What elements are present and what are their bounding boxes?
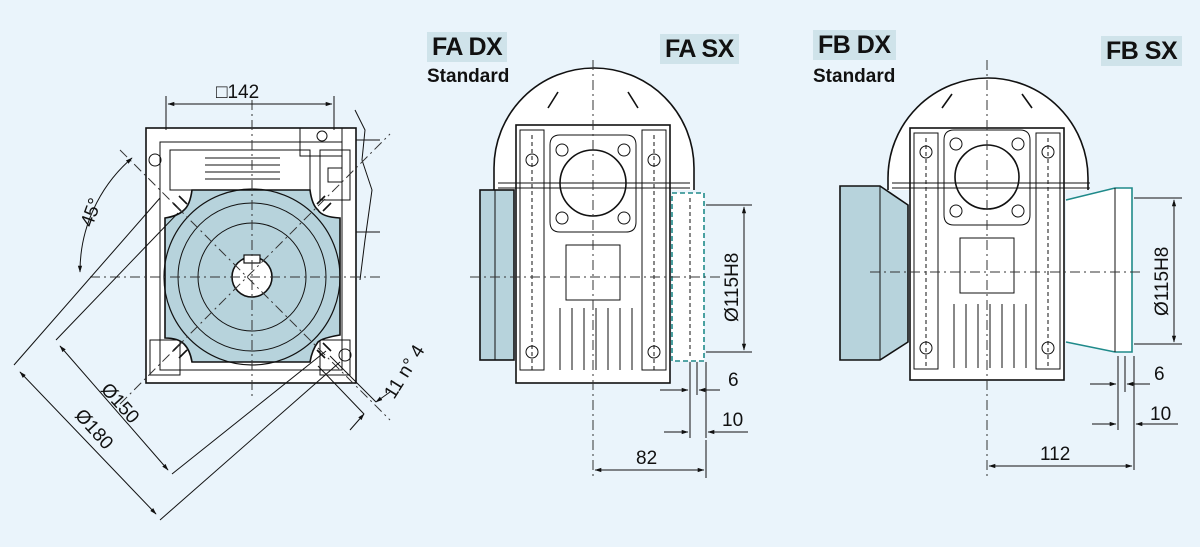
fa-82-text: 82 xyxy=(636,448,657,469)
dim-d180-text: Ø180 xyxy=(70,405,117,454)
dim-d150-text: Ø150 xyxy=(96,379,143,428)
dim-square-text: □142 xyxy=(216,82,259,103)
label-fb-sx: FB SX xyxy=(1101,36,1183,66)
label-fa-dx: FA DX xyxy=(427,32,508,62)
label-fb-standard: Standard xyxy=(813,66,896,87)
dim-square-142: □142 xyxy=(165,82,335,130)
fb-dx-flange xyxy=(839,185,909,361)
fb-6-text: 6 xyxy=(1154,364,1165,385)
fa-dims: Ø115H8 6 10 82 xyxy=(594,204,752,478)
dim-angle-text: 45° xyxy=(77,196,107,230)
label-fb-dx: FB DX xyxy=(813,30,896,60)
fb-dims: Ø115H8 6 10 112 xyxy=(988,197,1182,470)
dim-holes-text: 11 n° 4 xyxy=(380,341,429,403)
fb-view xyxy=(839,60,1140,480)
label-fa-standard: Standard xyxy=(427,66,510,87)
fa-spigot-text: Ø115H8 xyxy=(722,253,743,322)
fb-112-text: 112 xyxy=(1040,444,1070,465)
fa-6-text: 6 xyxy=(728,370,739,391)
front-view xyxy=(90,100,391,421)
label-fa-sx: FA SX xyxy=(660,34,739,64)
dim-angle-45: 45° xyxy=(77,157,133,273)
fb-spigot-text: Ø115H8 xyxy=(1152,247,1173,316)
fb-10-text: 10 xyxy=(1150,404,1171,425)
fa-dx-flange xyxy=(479,189,515,361)
fb-sx-flange xyxy=(1065,187,1133,353)
fa-10-text: 10 xyxy=(722,410,743,431)
fa-view xyxy=(470,60,720,480)
